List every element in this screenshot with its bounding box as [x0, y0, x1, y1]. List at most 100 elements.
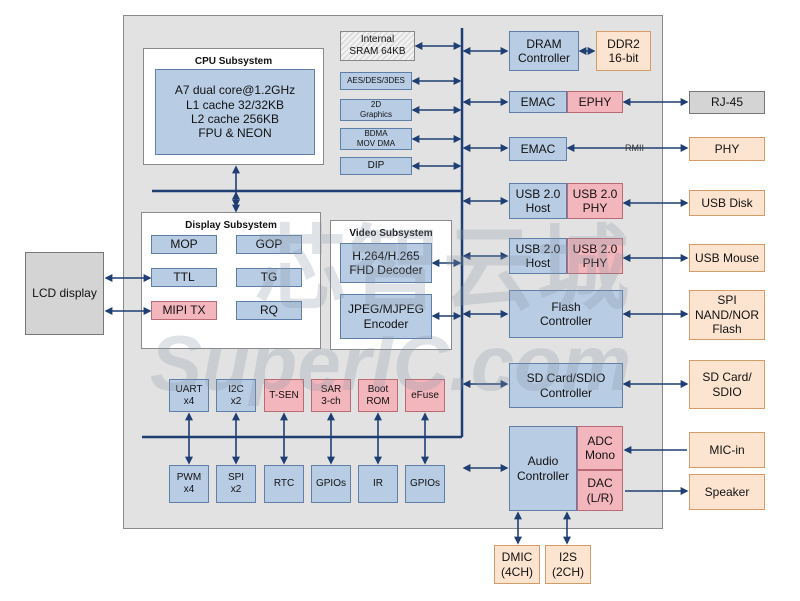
io-line: eFuse — [411, 389, 439, 401]
encoder-line: JPEG/MJPEG — [347, 302, 424, 317]
io-line: GPIOs — [315, 478, 346, 489]
rq-label: RQ — [260, 303, 278, 318]
dmic-line: (4CH) — [501, 564, 533, 579]
bdma-block: BDMA MOV DMA — [340, 128, 412, 150]
flash-ext-line: SPI — [717, 293, 737, 308]
internal-sram: Internal SRAM 64KB — [340, 31, 415, 61]
dip-block: DIP — [340, 157, 412, 175]
emac-label: EMAC — [520, 94, 556, 109]
video-decoder-block: H.264/H.265 FHD Decoder — [340, 243, 432, 283]
dac-line: DAC — [587, 476, 613, 491]
mop-label: MOP — [170, 237, 198, 252]
t-sen-block: T-SEN — [264, 379, 304, 412]
io-line: I2C — [228, 383, 244, 395]
cpu-subsystem: CPU Subsystem A7 dual core@1.2GHz L1 cac… — [143, 48, 324, 165]
video-title: Video Subsystem — [349, 228, 433, 239]
lcd-label: LCD display — [32, 286, 97, 301]
usb-line: PHY — [582, 256, 608, 270]
usb-mouse: USB Mouse — [689, 244, 765, 272]
usb-disk-label: USB Disk — [701, 195, 753, 210]
io-line: UART — [175, 383, 203, 395]
speaker: Speaker — [689, 474, 765, 510]
sd-line: SD Card/SDIO — [526, 371, 606, 386]
usb-line: USB 2.0 — [572, 186, 618, 201]
usb-line: USB 2.0 — [572, 241, 618, 256]
io-line: ROM — [366, 395, 390, 407]
usb-line: Host — [525, 256, 551, 270]
flash-ext-line: Flash — [712, 322, 742, 337]
audio-line: Audio — [527, 454, 559, 469]
lcd-display: LCD display — [25, 252, 104, 335]
dac-block: DAC(L/R) — [577, 470, 623, 511]
flash-line: Controller — [539, 314, 593, 328]
encoder-line: Encoder — [363, 316, 409, 331]
rj45-port: RJ-45 — [689, 91, 765, 114]
cpu-line: L2 cache 256KB — [190, 112, 280, 126]
dram-line: DRAM — [526, 36, 562, 51]
emac-label: EMAC — [520, 141, 556, 156]
mipi-tx-block: MIPI TX — [151, 301, 217, 320]
rtc-block: RTC — [264, 465, 304, 503]
usb-line: USB 2.0 — [515, 241, 561, 256]
io-line: x4 — [183, 395, 195, 407]
io-line: RTC — [273, 478, 295, 489]
io-line: GPIOs — [409, 478, 440, 489]
decoder-line: FHD Decoder — [349, 263, 423, 277]
cpu-line: FPU & NEON — [198, 126, 272, 141]
audio-line: Controller — [516, 468, 570, 483]
flash-line: Flash — [551, 299, 581, 314]
speaker-label: Speaker — [704, 484, 750, 499]
gop-block: GOP — [236, 235, 302, 254]
graphics-line: 2D — [370, 100, 382, 110]
display-title: Display Subsystem — [185, 220, 277, 231]
dmic-line: DMIC — [501, 550, 533, 565]
graphics-line: Graphics — [359, 110, 392, 119]
sd-card: SD Card/SDIO — [689, 360, 765, 409]
phy-label: PHY — [714, 141, 740, 156]
ttl-label: TTL — [173, 270, 195, 285]
phy-chip: PHY — [689, 137, 765, 161]
io-line: T-SEN — [269, 389, 299, 401]
io-line: x4 — [183, 484, 195, 495]
adc-line: Mono — [584, 448, 616, 462]
io-line: SPI — [227, 472, 245, 483]
io-line: x2 — [230, 395, 242, 407]
usb-line: USB 2.0 — [515, 186, 561, 201]
gpios-block: GPIOs — [405, 465, 445, 503]
sd-ext-line: SD Card/ — [702, 370, 752, 385]
dmic-block: DMIC(4CH) — [494, 545, 540, 584]
usb-disk: USB Disk — [689, 190, 765, 216]
sd-line: Controller — [539, 385, 593, 400]
aes-label: AES/DES/3DES — [347, 76, 405, 86]
rq-block: RQ — [236, 301, 302, 320]
dram-line: Controller — [517, 51, 571, 65]
bdma-line: BDMA — [364, 129, 388, 139]
io-line: IR — [373, 478, 383, 489]
ir-block: IR — [358, 465, 398, 503]
usb-line: Host — [525, 201, 551, 215]
mop-block: MOP — [151, 235, 217, 254]
emac-block: EMAC — [509, 137, 567, 161]
sram-line: SRAM 64KB — [349, 46, 406, 57]
dip-label: DIP — [367, 160, 385, 171]
ddr-line: 16-bit — [608, 51, 639, 65]
ephy-label: EPHY — [578, 94, 612, 109]
mic-label: MIC-in — [709, 442, 745, 457]
io-line: 3-ch — [321, 395, 341, 407]
bdma-line: MOV DMA — [356, 139, 396, 148]
usb-line: PHY — [582, 201, 608, 215]
sd-ext-line: SDIO — [712, 384, 742, 399]
